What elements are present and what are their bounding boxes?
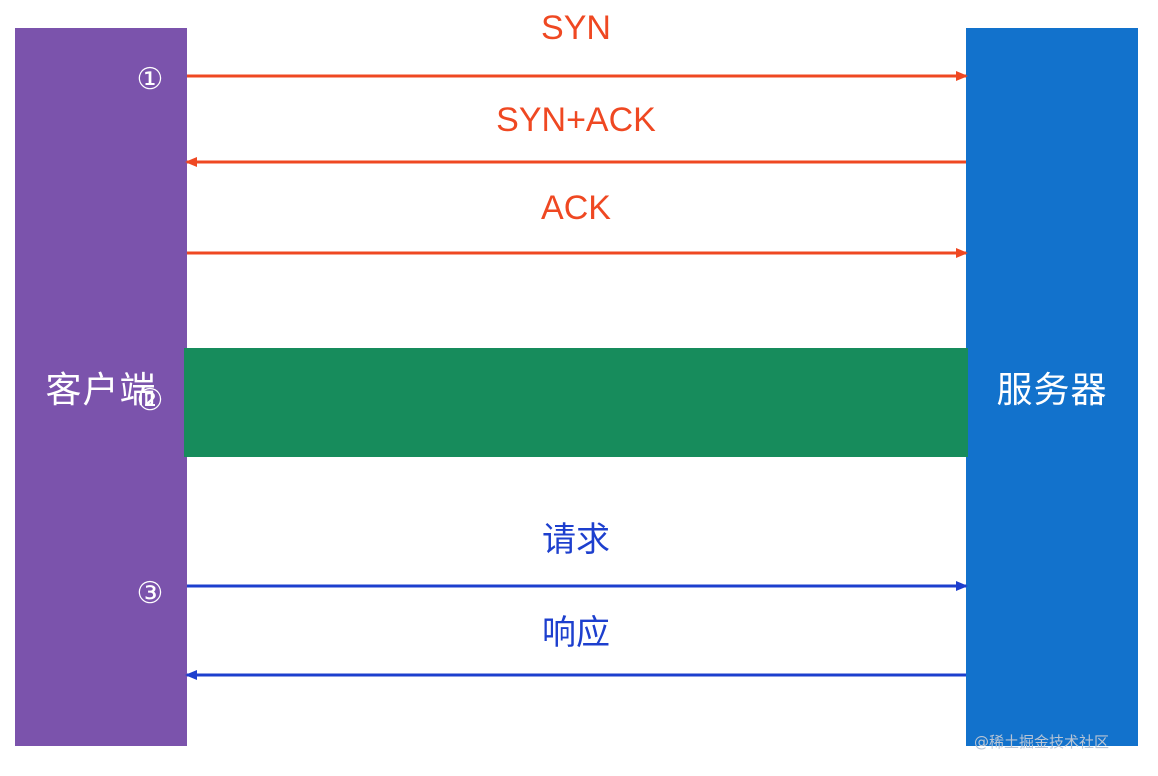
response-label: 响应 <box>542 614 610 652</box>
server-panel: 服务器 <box>966 28 1138 746</box>
ack-label: ACK <box>541 189 611 227</box>
connection-band <box>184 348 968 457</box>
step-2-marker: ② <box>136 383 164 418</box>
step-1-marker: ① <box>136 62 164 97</box>
request-label: 请求 <box>542 521 610 559</box>
syn-ack-label: SYN+ACK <box>496 101 656 139</box>
syn-label: SYN <box>541 9 611 47</box>
client-panel: 客户端 <box>15 28 187 746</box>
step-3-marker: ③ <box>136 576 164 611</box>
server-label: 服务器 <box>996 370 1108 411</box>
client-label: 客户端 <box>45 370 157 411</box>
watermark: @稀土掘金技术社区 <box>974 733 1110 751</box>
